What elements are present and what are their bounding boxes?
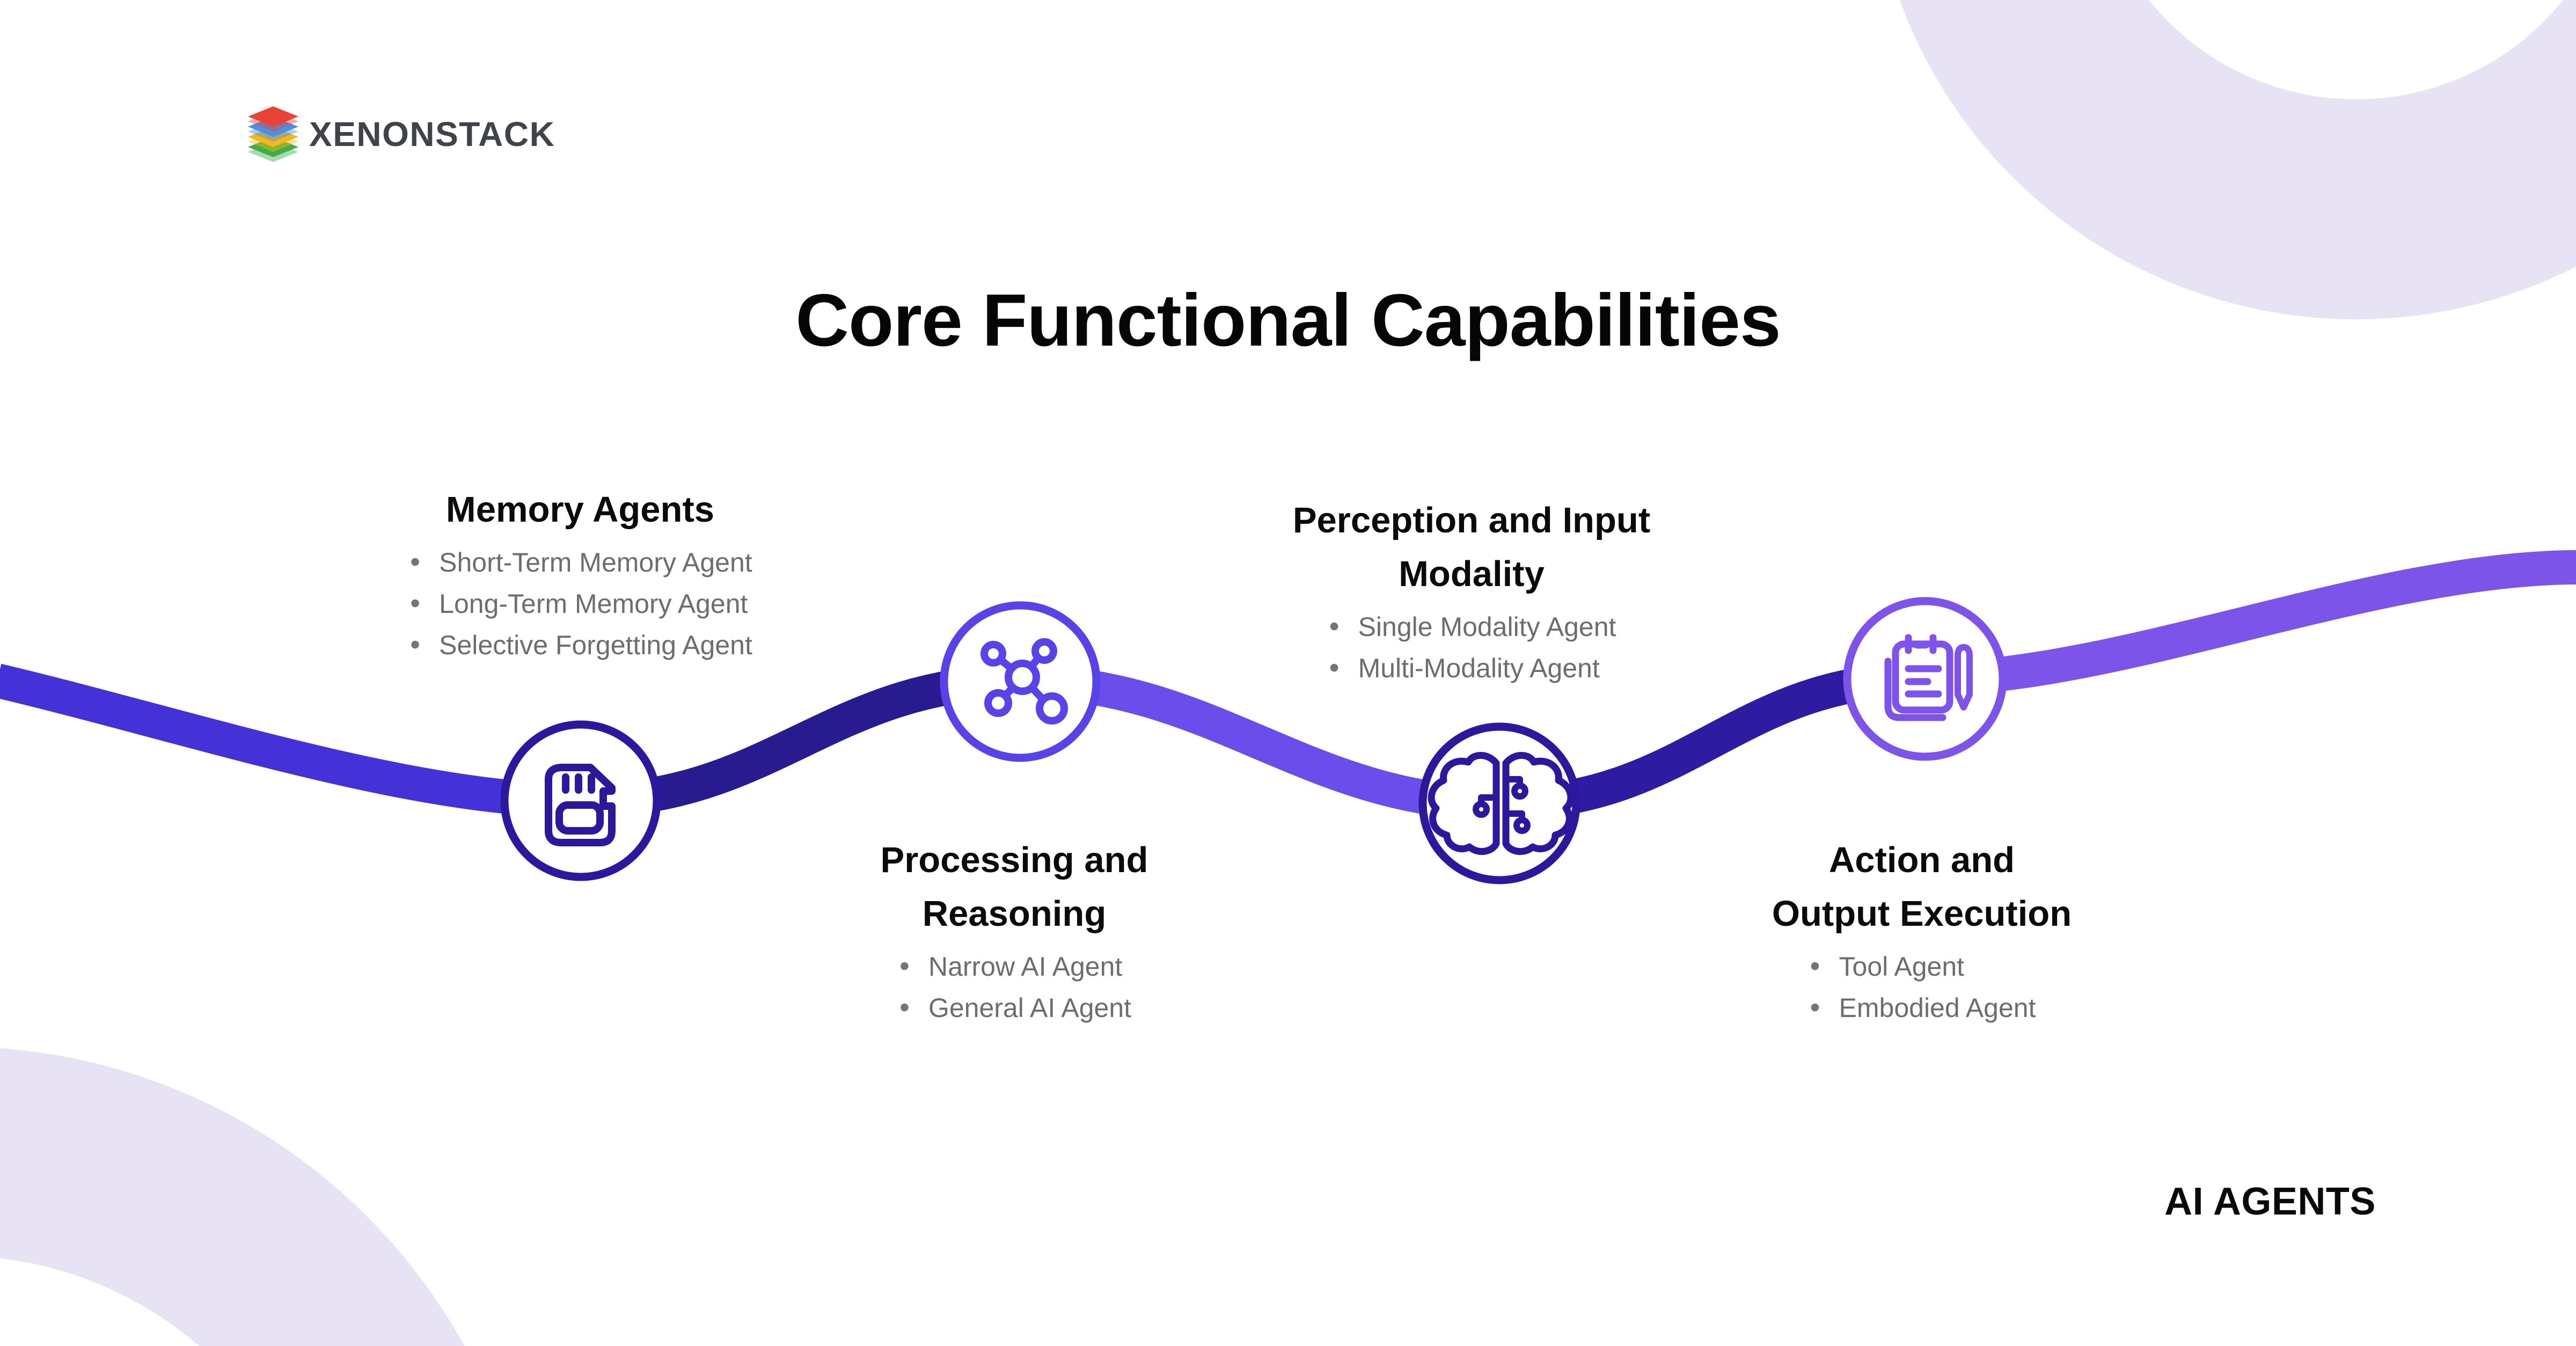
section-heading: Processing and: [880, 840, 1148, 880]
wave-segment-5: [1924, 550, 2576, 696]
section-processing-reasoning: Processing and Reasoning Narrow AI Agent…: [881, 833, 1148, 1029]
memory-card-icon: [545, 764, 616, 846]
section-action-output-execution: Action and Output Execution Tool Agent E…: [1772, 833, 2072, 1029]
section-heading: Action and: [1828, 840, 2015, 880]
wave-segment-1: [0, 663, 581, 818]
logo-text: XENONSTACK: [309, 115, 555, 153]
section-memory-agents: Memory Agents Short-Term Memory Agent Lo…: [408, 483, 752, 666]
decorative-ring-top-right: [1899, 0, 2576, 319]
list-item: Multi-Modality Agent: [1327, 647, 1616, 689]
section-heading-line2: Reasoning: [922, 894, 1107, 934]
ai-agents-label: AI AGENTS: [2164, 1180, 2376, 1223]
list-item: Short-Term Memory Agent: [408, 542, 752, 583]
section-heading: Perception and Input: [1292, 500, 1651, 540]
section-item-list: Narrow AI Agent General AI Agent: [897, 946, 1131, 1029]
section-perception-input-modality: Perception and Input Modality Single Mod…: [1293, 494, 1650, 689]
section-item-list: Single Modality Agent Multi-Modality Age…: [1327, 606, 1616, 689]
logo: XENONSTACK: [248, 106, 555, 162]
clipboard-pencil-icon: [1884, 634, 1973, 721]
section-heading-line2: Output Execution: [1772, 894, 2072, 934]
section-heading: Memory Agents: [445, 489, 715, 530]
list-item: Single Modality Agent: [1327, 606, 1616, 648]
section-heading-line2: Modality: [1399, 554, 1545, 594]
section-item-list: Short-Term Memory Agent Long-Term Memory…: [408, 542, 752, 666]
list-item: Selective Forgetting Agent: [408, 624, 752, 666]
node-circle-memory: [500, 720, 661, 881]
list-item: Tool Agent: [1808, 946, 2036, 987]
timeline-wave: [0, 550, 2576, 821]
decorative-ring-bottom-left: [0, 1048, 465, 1346]
list-item: Long-Term Memory Agent: [408, 583, 752, 625]
list-item: General AI Agent: [897, 987, 1131, 1029]
list-item: Narrow AI Agent: [897, 946, 1131, 987]
molecule-icon: [980, 638, 1068, 725]
list-item: Embodied Agent: [1808, 987, 2036, 1029]
section-item-list: Tool Agent Embodied Agent: [1808, 946, 2036, 1029]
page-title: Core Functional Capabilities: [795, 279, 1781, 362]
logo-stack-icon: [248, 106, 298, 162]
brain-circuit-icon: [1428, 752, 1575, 855]
